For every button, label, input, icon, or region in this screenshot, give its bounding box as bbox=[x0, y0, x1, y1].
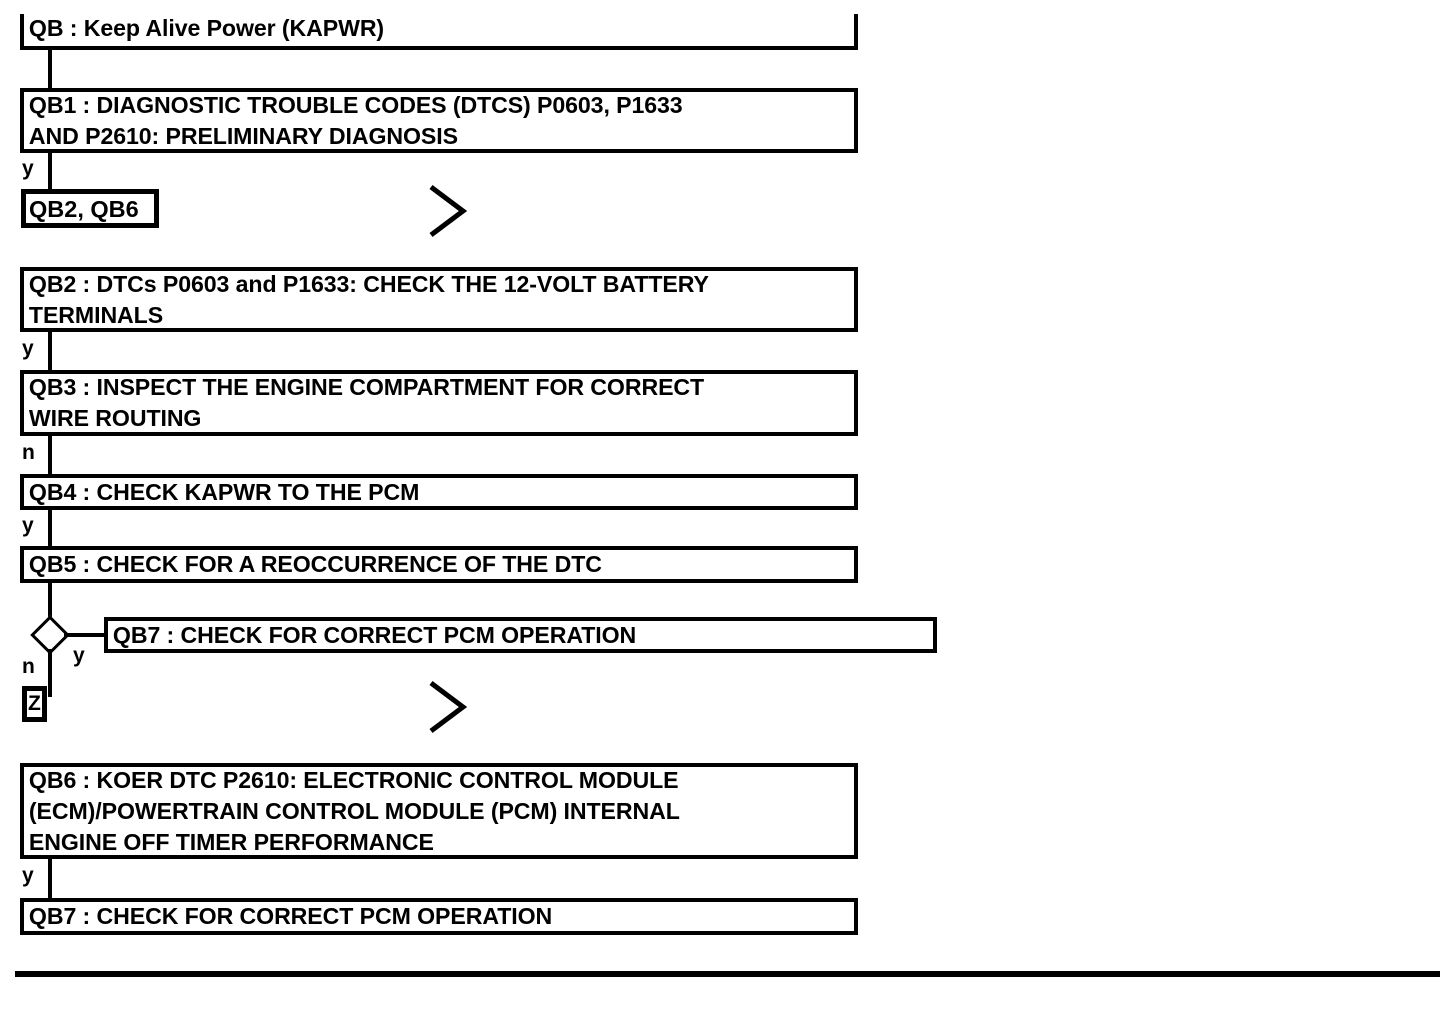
ref-node-qb2-qb6[interactable]: QB2, QB6 bbox=[21, 189, 159, 228]
node-qb4-label: QB4 : CHECK KAPWR TO THE PCM bbox=[28, 478, 420, 505]
node-qb3[interactable]: QB3 : INSPECT THE ENGINE COMPARTMENT FOR… bbox=[20, 370, 858, 436]
bottom-divider bbox=[15, 971, 1440, 977]
connector-qb1-to-ref bbox=[48, 153, 52, 191]
chevron-right-icon-bottom bbox=[425, 679, 471, 735]
edge-label-decision-yes: y bbox=[73, 644, 85, 667]
node-qb-header[interactable]: QB : Keep Alive Power (KAPWR) bbox=[20, 14, 858, 50]
node-qb7-branch-label: QB7 : CHECK FOR CORRECT PCM OPERATION bbox=[112, 621, 637, 648]
node-qb5[interactable]: QB5 : CHECK FOR A REOCCURRENCE OF THE DT… bbox=[20, 546, 858, 583]
node-qb7-branch[interactable]: QB7 : CHECK FOR CORRECT PCM OPERATION bbox=[104, 617, 937, 653]
ref-node-z-label: Z bbox=[28, 692, 41, 715]
node-qb3-label: QB3 : INSPECT THE ENGINE COMPARTMENT FOR… bbox=[28, 374, 705, 431]
node-qb-header-label: QB : Keep Alive Power (KAPWR) bbox=[28, 15, 385, 41]
ref-node-z[interactable]: Z bbox=[22, 686, 47, 722]
connector-qb5-to-decision bbox=[48, 583, 52, 621]
edge-label-qb6-yes: y bbox=[22, 864, 34, 887]
node-qb7-final-label: QB7 : CHECK FOR CORRECT PCM OPERATION bbox=[28, 903, 553, 929]
node-qb2-label: QB2 : DTCs P0603 and P1633: CHECK THE 12… bbox=[28, 270, 709, 328]
node-qb2[interactable]: QB2 : DTCs P0603 and P1633: CHECK THE 12… bbox=[20, 267, 858, 332]
edge-label-qb4-yes: y bbox=[22, 514, 34, 537]
connector-decision-yes bbox=[64, 633, 108, 637]
edge-label-qb1-yes: y bbox=[22, 157, 34, 180]
node-qb6[interactable]: QB6 : KOER DTC P2610: ELECTRONIC CONTROL… bbox=[20, 763, 858, 859]
connector-qb2-to-qb3 bbox=[48, 332, 52, 370]
connector-qb-to-qb1 bbox=[48, 50, 52, 88]
connector-qb3-to-qb4 bbox=[48, 436, 52, 474]
node-qb4[interactable]: QB4 : CHECK KAPWR TO THE PCM bbox=[20, 474, 858, 510]
node-qb7-final[interactable]: QB7 : CHECK FOR CORRECT PCM OPERATION bbox=[20, 898, 858, 935]
edge-label-qb3-no: n bbox=[22, 441, 35, 464]
ref-node-qb2-qb6-label: QB2, QB6 bbox=[29, 195, 139, 222]
connector-qb4-to-qb5 bbox=[48, 510, 52, 546]
edge-label-decision-no: n bbox=[22, 655, 35, 678]
node-qb1-label: QB1 : DIAGNOSTIC TROUBLE CODES (DTCS) P0… bbox=[28, 91, 683, 149]
node-qb1[interactable]: QB1 : DIAGNOSTIC TROUBLE CODES (DTCS) P0… bbox=[20, 88, 858, 153]
node-qb5-label: QB5 : CHECK FOR A REOCCURRENCE OF THE DT… bbox=[28, 551, 602, 577]
chevron-right-icon-top bbox=[425, 183, 471, 239]
node-qb6-label: QB6 : KOER DTC P2610: ELECTRONIC CONTROL… bbox=[28, 766, 680, 855]
connector-qb6-to-qb7 bbox=[48, 859, 52, 898]
connector-decision-no bbox=[48, 649, 52, 697]
edge-label-qb2-yes: y bbox=[22, 337, 34, 360]
